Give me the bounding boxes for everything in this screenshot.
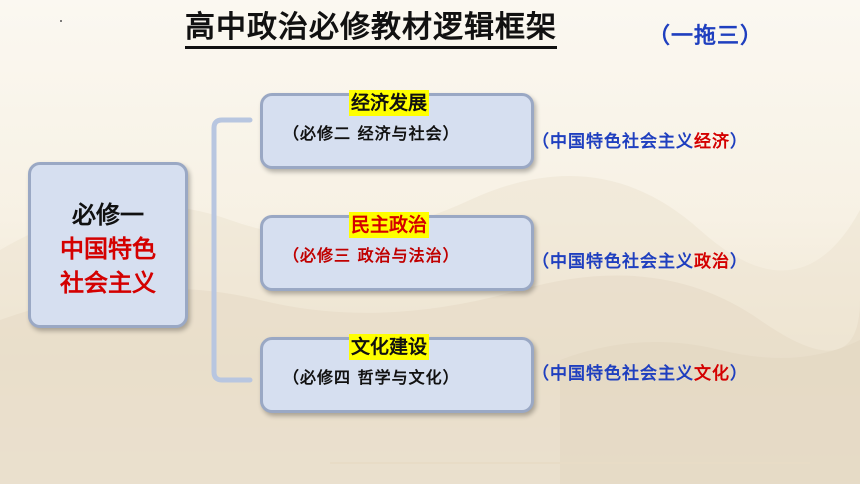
page-title: 高中政治必修教材逻辑框架 [185,10,557,49]
branch-text-culture: （必修四 哲学与文化） [283,368,460,387]
side-label-politics-suffix: ） [730,252,748,272]
branch-box-economy: 经济发展 （必修二 经济与社会） [260,90,534,169]
branch-brace [211,117,253,383]
branch-box-culture: 文化建设 （必修四 哲学与文化） [260,334,534,413]
side-label-economy-suffix: ） [730,132,748,152]
branch-box-politics: 民主政治 （必修三 政治与法治） [260,212,534,291]
decorative-bottom-line [330,462,810,464]
decorative-dot [60,20,62,22]
page-subtitle: （一拖三） [648,23,764,49]
side-label-culture: （中国特色社会主义文化） [532,359,748,384]
branch-title-culture: 文化建设 [349,334,430,360]
main-topic-box: 必修一 中国特色 社会主义 [28,162,188,328]
main-topic-line3: 社会主义 [60,268,156,297]
side-label-politics-prefix: （中国特色社会主义 [532,252,694,272]
side-label-culture-suffix: ） [730,364,748,384]
branch-text-economy: （必修二 经济与社会） [283,124,460,143]
side-label-culture-prefix: （中国特色社会主义 [532,364,694,384]
side-label-politics: （中国特色社会主义政治） [532,247,748,272]
side-label-culture-keyword: 文化 [694,364,730,384]
branch-title-politics: 民主政治 [349,212,430,238]
side-label-economy-prefix: （中国特色社会主义 [532,132,694,152]
side-label-economy-keyword: 经济 [694,132,730,152]
main-topic-line2: 中国特色 [60,234,156,263]
main-topic-line1: 必修一 [72,200,144,229]
side-label-politics-keyword: 政治 [694,252,730,272]
branch-title-economy: 经济发展 [349,90,430,116]
side-label-economy: （中国特色社会主义经济） [532,127,748,152]
branch-text-politics: （必修三 政治与法治） [283,246,460,265]
